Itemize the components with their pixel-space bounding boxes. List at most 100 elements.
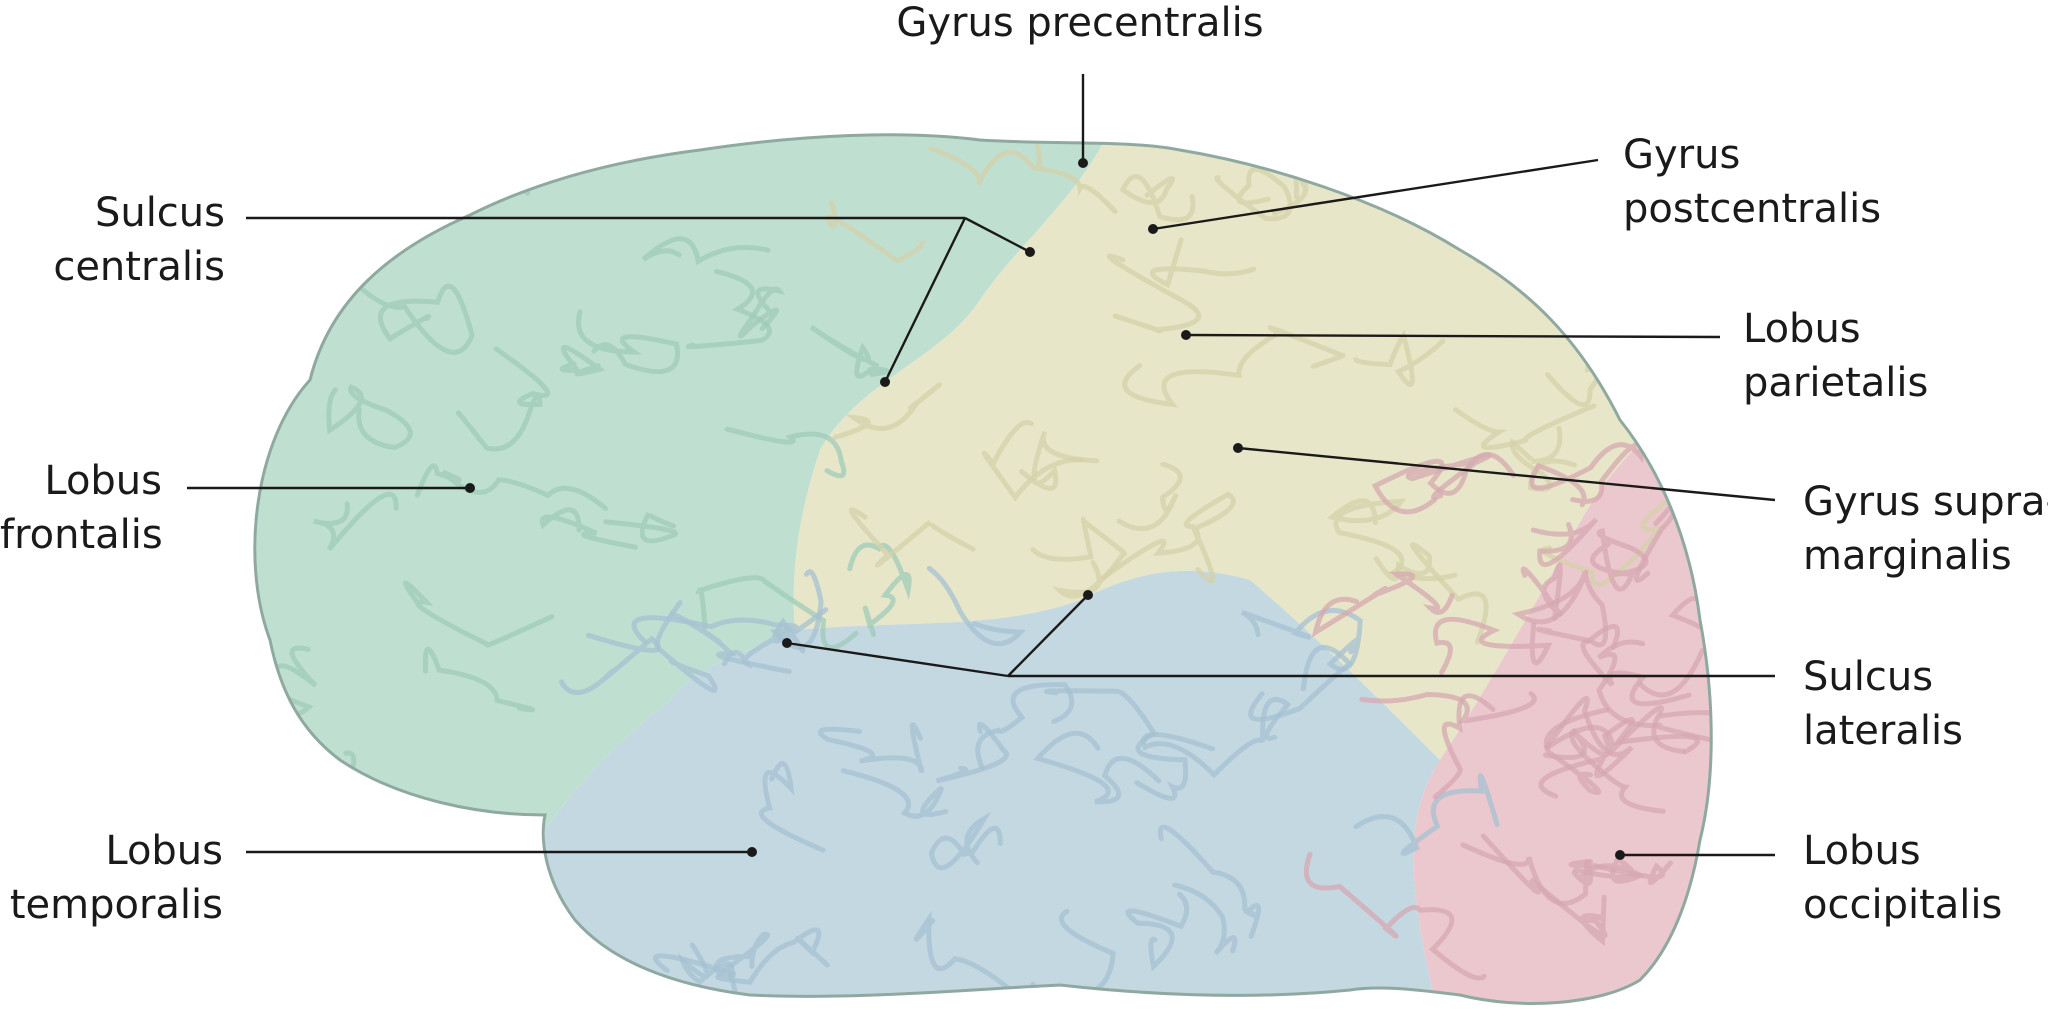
- gyrus-fold: [685, 268, 772, 350]
- label-gyrus-precentralis: Gyrus precentralis: [880, 0, 1280, 50]
- label-gyrus-supramarginalis: Gyrus supra- marginalis: [1803, 475, 2048, 583]
- label-gyrus-postcentralis: Gyrus postcentralis: [1623, 128, 1881, 236]
- gyrus-fold: [1149, 237, 1257, 289]
- gyrus-fold: [326, 384, 413, 451]
- gyrus-fold: [539, 507, 638, 550]
- gyrus-fold: [653, 927, 830, 985]
- label-lobus-frontalis: Lobus frontalis: [0, 454, 163, 562]
- gyrus-fold: [758, 761, 826, 853]
- gyrus-fold: [1248, 645, 1354, 722]
- gyrus-fold: [456, 346, 551, 452]
- leader-dots: [465, 158, 1625, 860]
- gyrus-fold: [1043, 688, 1189, 801]
- dot-gyrus-postcentralis: [1148, 224, 1158, 234]
- label-line: Gyrus supra-: [1803, 479, 2048, 525]
- gyrus-fold: [1157, 824, 1261, 939]
- gyrus-fold: [1545, 705, 1686, 756]
- gyrus-fold: [975, 682, 1075, 771]
- gyrus-fold: [558, 632, 662, 696]
- label-lobus-temporalis: Lobus temporalis: [0, 824, 223, 932]
- gyrus-fold: [981, 419, 1084, 502]
- gyrus-fold: [323, 796, 426, 879]
- gyrus-fold: [1311, 571, 1455, 638]
- gyrus-fold: [414, 463, 608, 511]
- gyrus-fold: [809, 325, 890, 379]
- label-line: centralis: [53, 244, 225, 290]
- gyrus-fold: [1141, 697, 1292, 779]
- gyrus-fold: [641, 236, 771, 266]
- dot-gyrus-precentralis: [1078, 158, 1088, 168]
- leader-sulcus-centralis-b: [883, 217, 967, 383]
- dot-gyrus-supramarginalis: [1233, 443, 1243, 453]
- gyrus-fold: [1030, 516, 1128, 599]
- gyrus-fold: [1405, 453, 1492, 500]
- label-line: postcentralis: [1623, 186, 1882, 232]
- gyrus-fold: [1019, 430, 1100, 491]
- gyrus-fold: [737, 286, 786, 339]
- label-lobus-parietalis: Lobus parietalis: [1743, 302, 1928, 410]
- gyrus-fold: [1569, 728, 1666, 814]
- gyrus-fold: [1638, 596, 1712, 698]
- gyrus-fold: [722, 607, 829, 670]
- label-sulcus-lateralis: Sulcus lateralis: [1803, 650, 1963, 758]
- gyrus-fold: [1475, 192, 1600, 270]
- leader-sulcus-lateralis-b: [1007, 594, 1089, 677]
- gyrus-fold: [1100, 491, 1236, 584]
- dot-lobus-temporalis: [747, 847, 757, 857]
- gyrus-fold: [832, 382, 942, 440]
- gyrus-fold: [1432, 693, 1496, 800]
- gyrus-fold: [1214, 167, 1293, 222]
- gyrus-fold: [1030, 908, 1116, 1004]
- brain-outline: [253, 133, 1713, 1005]
- gyrus-fold: [1106, 253, 1202, 334]
- gyrus-fold: [576, 309, 681, 375]
- gyrus-fold: [724, 426, 847, 479]
- gyrus-fold: [313, 491, 399, 552]
- label-line: frontalis: [0, 512, 163, 558]
- dot-sulcus-centralis-b: [880, 377, 890, 387]
- leader-sulcus-centralis-a: [964, 216, 1031, 254]
- gyrus-fold: [422, 646, 535, 713]
- dot-lobus-occipitalis: [1615, 850, 1625, 860]
- label-line: Lobus: [105, 828, 223, 874]
- label-line: Sulcus: [94, 190, 225, 236]
- gyrus-fold: [1520, 562, 1564, 621]
- gyrus-fold: [817, 722, 925, 774]
- gyrus-fold: [559, 344, 606, 377]
- gyrus-fold: [1359, 691, 1537, 725]
- gyrus-fold: [334, 261, 475, 355]
- gyrus-fold: [402, 580, 555, 648]
- gyrus-fold: [913, 910, 1013, 992]
- gyrus-fold: [695, 575, 859, 651]
- dot-sulcus-lateralis-b: [1083, 590, 1093, 600]
- dot-sulcus-lateralis-a: [782, 638, 792, 648]
- dot-lobus-parietalis: [1181, 330, 1191, 340]
- gyrus-fold: [430, 134, 531, 196]
- gyrus-fold: [840, 768, 949, 819]
- label-line: Lobus: [1803, 828, 1921, 874]
- label-line: temporalis: [9, 882, 223, 928]
- dot-lobus-frontalis: [465, 483, 475, 493]
- gyrus-fold: [1172, 882, 1238, 956]
- dot-sulcus-centralis-a: [1025, 247, 1035, 257]
- gyrus-fold: [1353, 773, 1500, 856]
- label-line: lateralis: [1803, 708, 1963, 754]
- gyrus-fold: [928, 145, 1118, 214]
- label-line: Gyrus precentralis: [896, 0, 1264, 46]
- gyrus-fold: [847, 542, 912, 637]
- gyrus-fold: [1529, 442, 1644, 508]
- gyrus-fold: [254, 186, 313, 247]
- gyrus-fold: [654, 600, 718, 693]
- gyrus-fold: [1538, 695, 1634, 799]
- leader-sulcus-lateralis-a: [786, 641, 1009, 678]
- gyrus-fold: [1125, 891, 1190, 972]
- label-line: occipitalis: [1803, 882, 2003, 928]
- gyrus-fold: [1119, 174, 1196, 223]
- gyrus-fold: [1542, 717, 1700, 760]
- label-line: Lobus: [1743, 306, 1861, 352]
- gyrus-fold: [1303, 851, 1487, 981]
- gyrus-fold: [1122, 325, 1346, 408]
- label-line: Gyrus: [1623, 132, 1741, 178]
